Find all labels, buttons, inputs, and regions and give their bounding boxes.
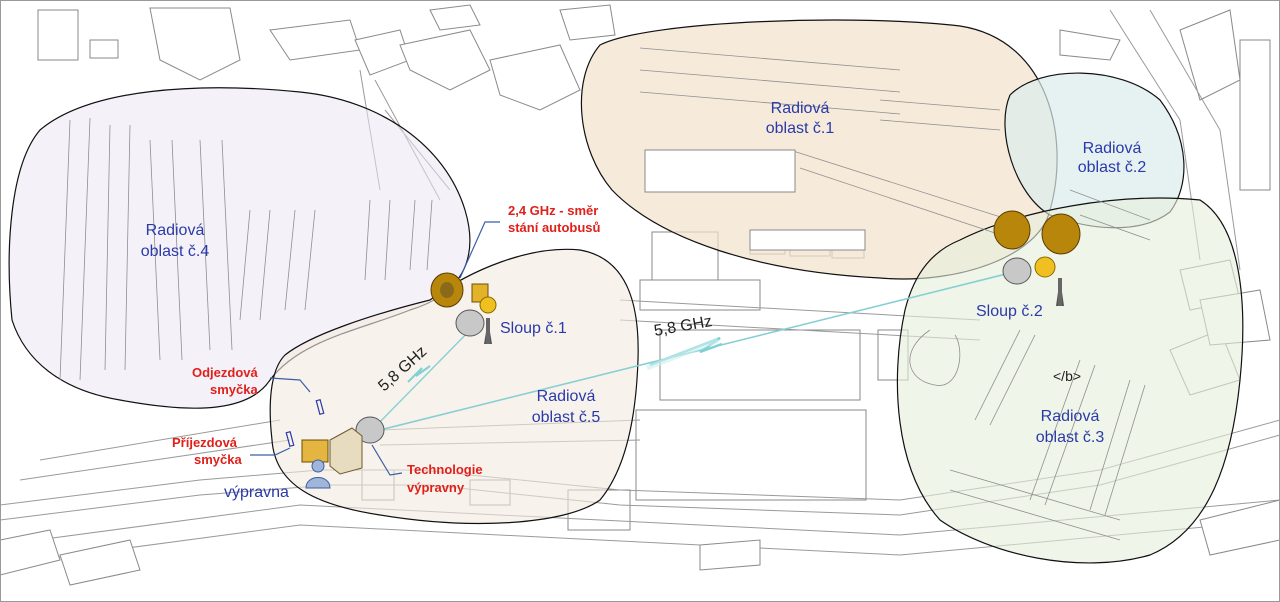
building — [1239, 39, 1271, 191]
building — [659, 329, 861, 401]
dish-icon — [1002, 257, 1032, 285]
pole-1-label: Sloup č.1 — [500, 320, 567, 337]
parking-row — [104, 124, 131, 371]
building — [399, 29, 491, 91]
building — [639, 279, 761, 311]
leader-direction — [459, 221, 500, 279]
parking-row — [974, 329, 1036, 426]
building — [699, 539, 761, 571]
area-5-label-line2: oblast č.5 — [532, 409, 601, 426]
pole-2-equipment — [993, 210, 1081, 306]
area-2-label-line1: Radiová — [1083, 140, 1142, 157]
antenna-icon — [1034, 256, 1056, 278]
area-4-label-line1: Radiová — [146, 222, 205, 239]
building — [1199, 499, 1280, 556]
area-labels: Radiová oblast č.1 Radiová oblast č.2 Ra… — [141, 100, 1147, 446]
area-3-label-line1: Radiová — [1041, 408, 1100, 425]
parking-row — [59, 117, 91, 381]
building — [269, 19, 361, 61]
parking-row — [1089, 379, 1146, 516]
direction-callout-line2: stání autobusů — [508, 220, 601, 235]
pole-1-equipment — [430, 272, 497, 344]
technology-callout-line2: výpravny — [407, 480, 465, 495]
building — [489, 44, 581, 111]
server-icon — [329, 427, 363, 475]
callout-labels: 2,4 GHz - směr stání autobusů Odjezdová … — [172, 203, 1081, 501]
dish-icon-center — [440, 282, 454, 298]
dish-icon — [1041, 213, 1081, 255]
radio-links — [371, 267, 1031, 433]
building — [89, 39, 119, 59]
parking-row — [789, 149, 1011, 239]
building — [37, 9, 79, 61]
pole-2-label: Sloup č.2 — [976, 303, 1043, 320]
area-2-label-line2: oblast č.2 — [1078, 159, 1147, 176]
parking-row — [949, 469, 1121, 541]
mast-icon — [1058, 278, 1062, 306]
building — [354, 29, 411, 76]
dish-icon — [355, 416, 385, 444]
building — [429, 4, 481, 31]
arrival-loop-line1: Příjezdová — [172, 435, 238, 450]
parking-row — [239, 209, 271, 321]
leader-arrival — [250, 447, 291, 456]
parking-row — [364, 199, 391, 281]
lightning-icon — [407, 365, 431, 383]
building — [149, 7, 241, 81]
box-icon — [301, 439, 329, 463]
parking-row — [199, 139, 233, 351]
parking-row — [639, 47, 1001, 131]
leader-technology — [371, 444, 403, 476]
link-line-short — [371, 321, 479, 431]
parking-row — [149, 139, 183, 361]
area-1-label-line2: oblast č.1 — [766, 120, 835, 137]
leader-departure — [269, 377, 311, 393]
building — [1059, 29, 1121, 61]
dish-icon — [993, 210, 1031, 250]
dispatch-label: výpravna — [224, 484, 289, 501]
parking-detail — [59, 47, 1151, 541]
callout-leaders — [250, 221, 500, 476]
mast-icon — [486, 318, 490, 344]
dish-icon — [455, 309, 485, 337]
building — [1179, 9, 1241, 101]
parking-row — [1029, 359, 1096, 506]
building — [0, 529, 61, 576]
road — [19, 419, 291, 481]
dispatch-equipment — [285, 398, 385, 489]
technology-callout-line1: Technologie — [407, 462, 483, 477]
parking-row — [409, 199, 433, 271]
area-5-label-line1: Radiová — [537, 388, 596, 405]
person-icon — [305, 477, 331, 489]
antenna-icon — [479, 296, 497, 314]
loop-marker-icon — [315, 398, 325, 416]
building — [749, 229, 866, 251]
parking-row — [284, 209, 316, 311]
area-1-label-line1: Radiová — [771, 100, 830, 117]
arrival-loop-line2: smyčka — [194, 452, 242, 467]
radio-area-3 — [896, 197, 1244, 564]
area-3-label-line2: oblast č.3 — [1036, 429, 1105, 446]
parking-row — [1069, 189, 1151, 241]
building — [635, 409, 867, 501]
link-beam — [646, 337, 719, 371]
pole-labels: Sloup č.1 Sloup č.2 — [500, 303, 1043, 337]
direction-callout-line1: 2,4 GHz - směr — [508, 203, 598, 218]
base-map — [0, 4, 1280, 586]
building — [59, 539, 141, 586]
stray-tag-label: </b> — [1053, 368, 1081, 384]
parking-loop — [909, 329, 961, 386]
area-4-label-line2: oblast č.4 — [141, 243, 210, 260]
building — [559, 4, 616, 41]
radio-areas — [8, 19, 1244, 564]
departure-loop-line2: smyčka — [210, 382, 258, 397]
building — [644, 149, 796, 193]
person-icon — [311, 459, 325, 473]
departure-loop-line1: Odjezdová — [192, 365, 259, 380]
loop-marker-icon — [285, 430, 295, 448]
